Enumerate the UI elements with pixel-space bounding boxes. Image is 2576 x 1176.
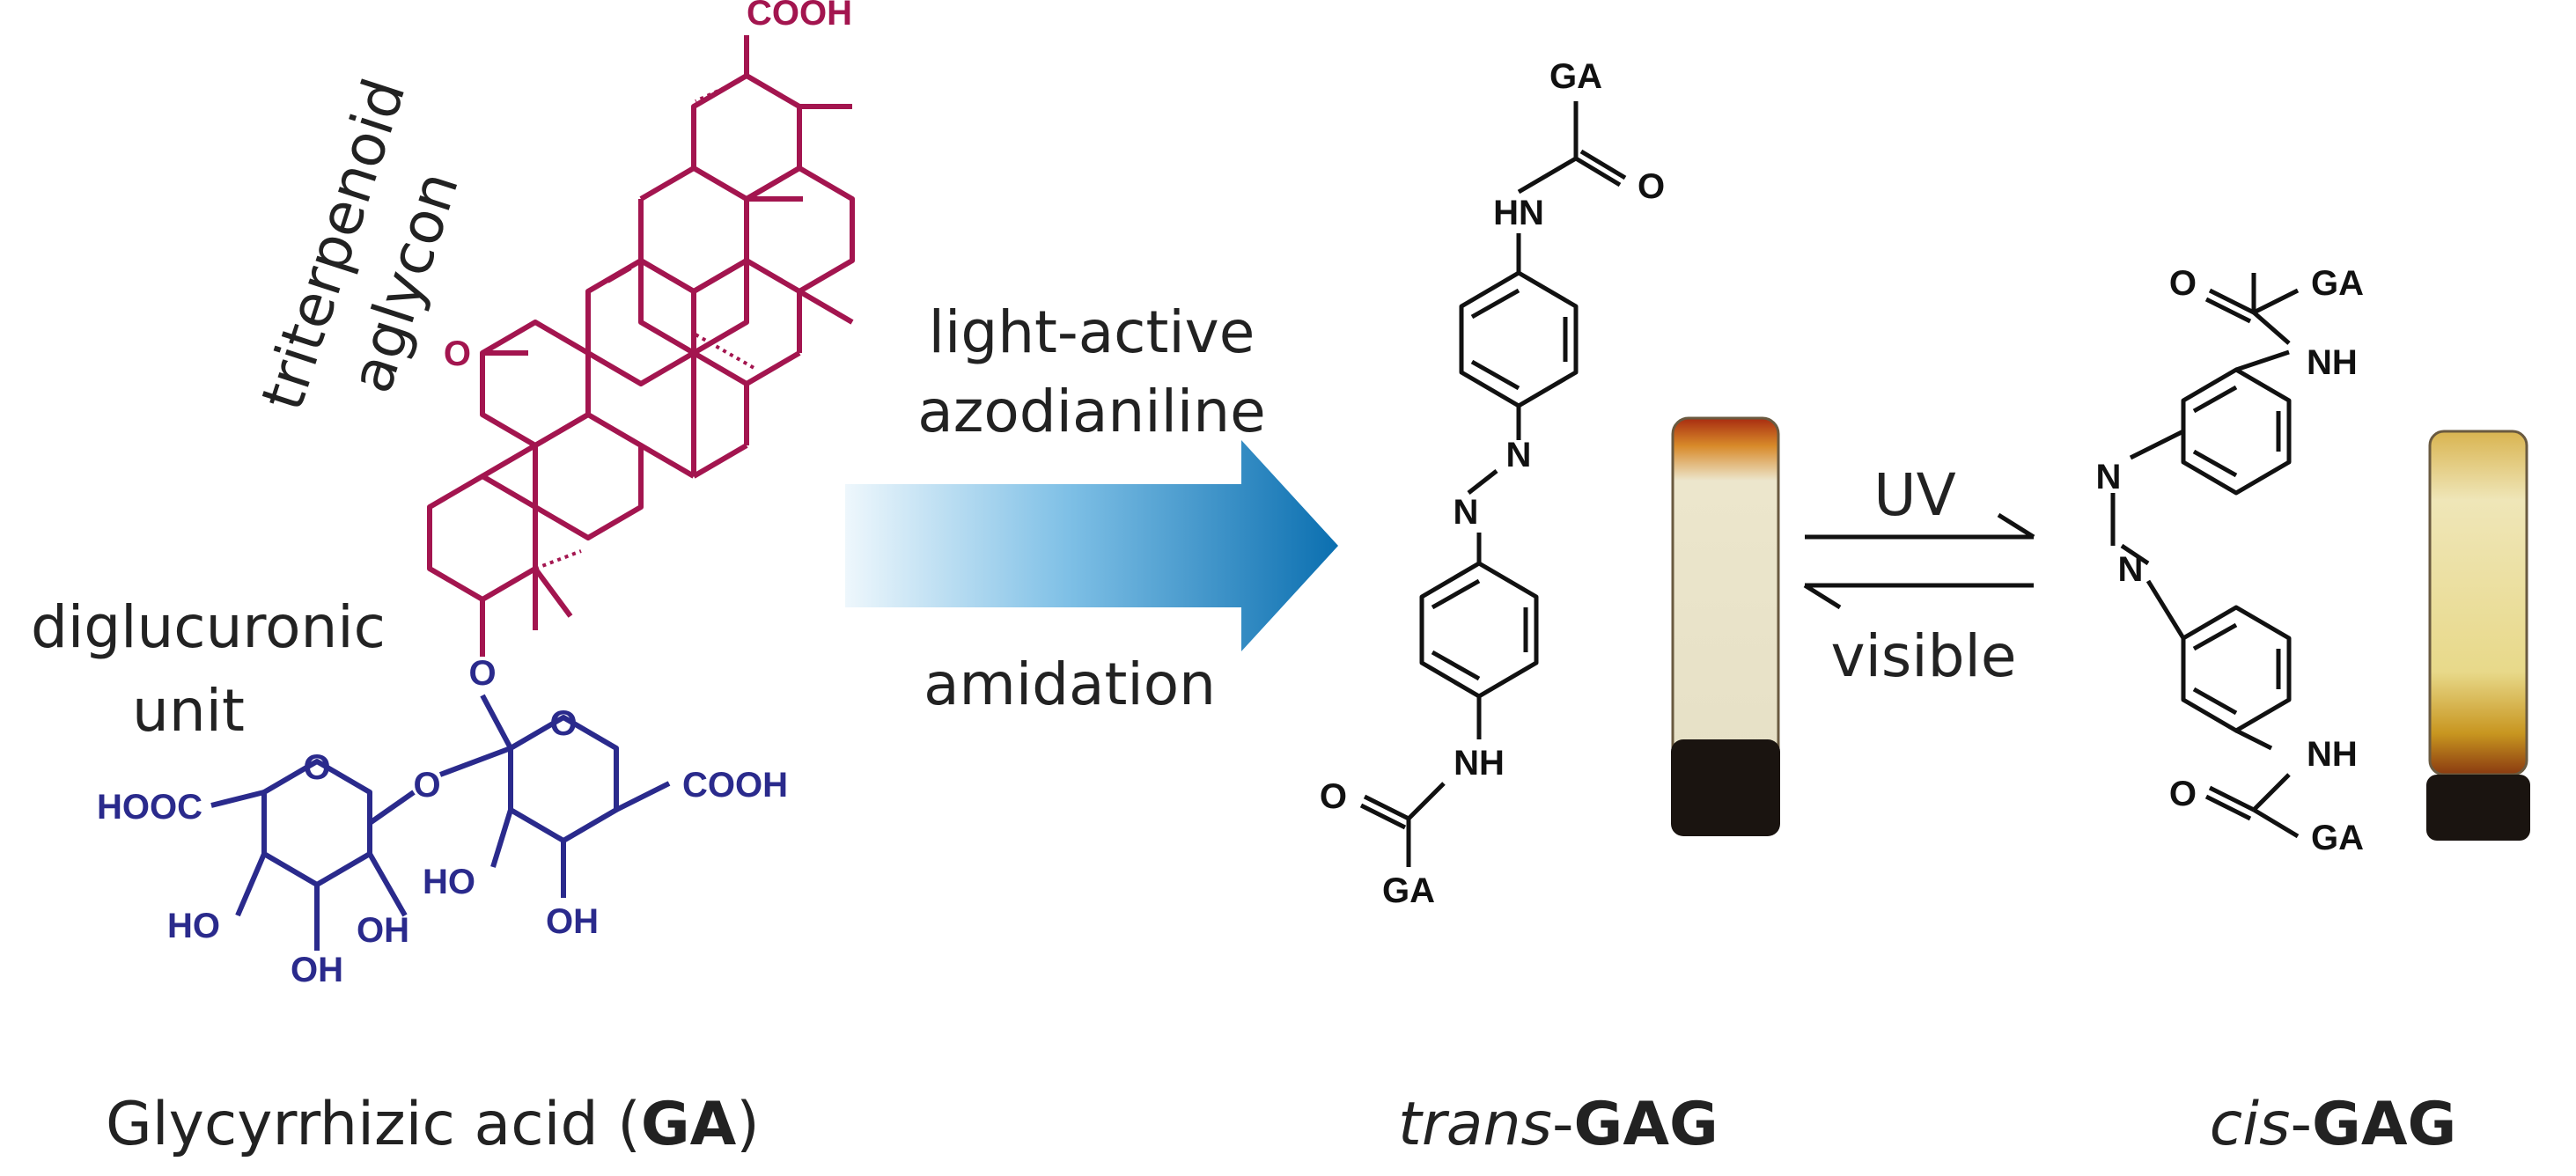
cis-n1-label: N [2096,458,2122,496]
trans-o-top-label: O [1638,167,1665,206]
oh-left-label: OH [357,911,409,950]
trans-ga-top-label: GA [1549,57,1602,96]
trans-gag-structure [1359,101,1627,867]
cooh-right-label: COOH [682,766,788,805]
diglucuronic-structure [210,694,671,951]
diglucuronic-hash-bonds [236,782,670,916]
cooh-label: COOH [747,0,852,33]
trans-ga-bottom-label: GA [1382,871,1435,910]
cis-ga-bottom-label: GA [2311,819,2364,857]
glycoside-o-label: O [468,654,496,693]
cis-nh-bottom-label: NH [2307,735,2358,774]
trans-hn-label: HN [1493,194,1544,232]
reaction-arrow [845,440,1338,651]
uv-label: UV [1873,461,1955,529]
ring-o-right-label: O [549,704,577,743]
ga-caption: Glycyrrhizic acid (GA) [106,1090,760,1159]
reagent-label-line2: azodianiline [917,378,1265,445]
trans-n1-label: N [1506,436,1532,474]
cis-gag-structure [2110,273,2300,839]
cis-gel-vial [2426,430,2530,841]
cis-nh-top-label: NH [2307,343,2358,382]
oh-right-label: OH [546,902,599,941]
visible-label: visible [1831,622,2017,690]
reagent-label-line1: light-active [929,298,1255,366]
ring-o-left-label: O [303,748,330,787]
equilibrium-arrows [1803,512,2035,610]
diglucuronic-label-line1: diglucuronic [31,593,386,661]
cis-o-top-label: O [2169,264,2197,303]
trans-gag-caption: trans-GAG [1398,1090,1719,1159]
bridge-o-label: O [413,766,440,805]
cis-ga-top-label: GA [2311,264,2364,303]
aglycon-label: triterpenoid aglycon [248,70,472,418]
aglycon-hash-bonds [534,79,758,570]
hooc-label: HOOC [97,788,202,827]
ho-left-label: HO [167,907,220,945]
trans-nh-label: NH [1454,744,1505,783]
cis-o-bottom-label: O [2169,775,2197,813]
oh-bottom-label: OH [291,951,343,989]
diglucuronic-label-line2: unit [132,677,245,745]
condition-label: amidation [924,650,1216,718]
ketone-o-label: O [444,334,471,373]
cis-n2-label: N [2118,550,2144,589]
aglycon-structure [427,35,855,657]
trans-gel-vial [1671,416,1780,836]
cis-gag-caption: cis-GAG [2210,1090,2457,1159]
trans-o-bottom-label: O [1320,777,1347,816]
ho-right-label: HO [423,863,475,901]
trans-n2-label: N [1454,493,1479,532]
